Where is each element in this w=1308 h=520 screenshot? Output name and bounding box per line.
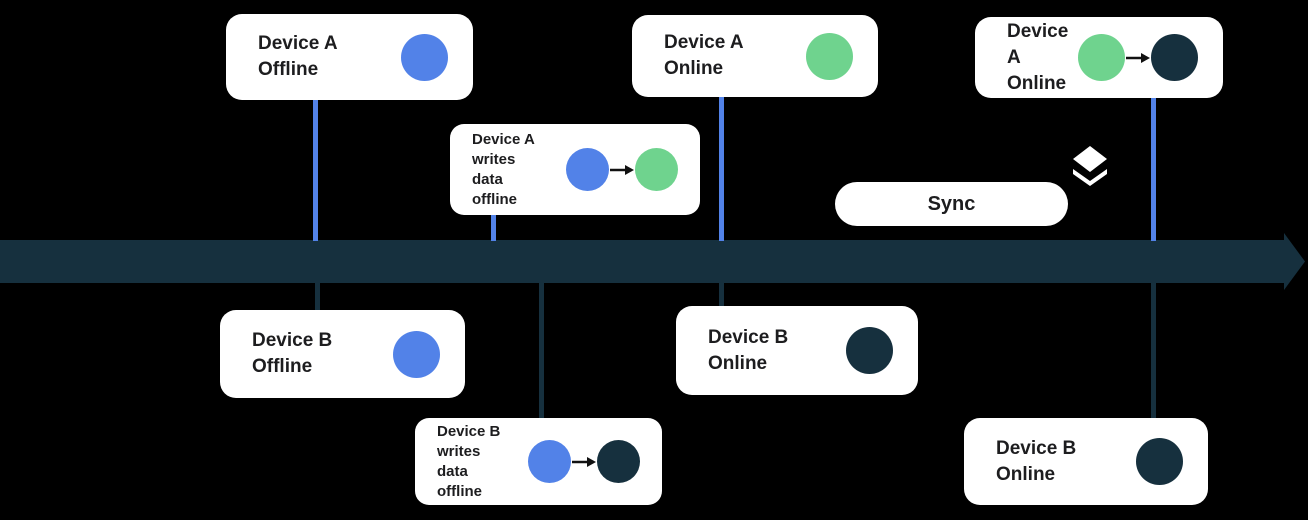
status-dots	[401, 33, 448, 81]
sync-label: Sync	[927, 192, 976, 215]
arrow-right-icon	[610, 164, 634, 175]
arrow-right-icon	[572, 456, 596, 467]
blue-connector-line	[313, 98, 318, 241]
navy-connector-line	[719, 282, 724, 308]
sync-button: Sync	[835, 182, 1068, 226]
timeline-arrowhead	[1284, 233, 1305, 290]
status-dots	[1078, 34, 1198, 81]
navy-connector-line	[315, 282, 320, 312]
green-dot	[1078, 34, 1125, 81]
blue-dot	[393, 330, 440, 378]
status-dots	[1136, 438, 1183, 485]
green-dot	[806, 32, 853, 80]
blue-dot	[401, 33, 448, 81]
navy-dot	[1136, 438, 1183, 485]
navy-dot	[1151, 34, 1198, 81]
navy-dot	[846, 327, 893, 374]
timeline-bar	[0, 240, 1284, 283]
status-dots	[566, 148, 678, 191]
navy-connector-line	[1151, 282, 1156, 420]
green-dot	[635, 148, 678, 191]
blue-dot	[566, 148, 609, 191]
blue-dot	[528, 440, 571, 483]
blue-connector-line	[1151, 96, 1156, 241]
navy-connector-line	[539, 282, 544, 420]
status-dots	[846, 327, 893, 374]
blue-connector-line	[491, 213, 496, 241]
blue-connector-line	[719, 95, 724, 241]
status-dots	[528, 440, 640, 483]
layers-icon	[1073, 146, 1107, 186]
status-dots	[806, 32, 853, 80]
status-dots	[393, 330, 440, 378]
navy-dot	[597, 440, 640, 483]
arrow-right-icon	[1126, 52, 1150, 63]
